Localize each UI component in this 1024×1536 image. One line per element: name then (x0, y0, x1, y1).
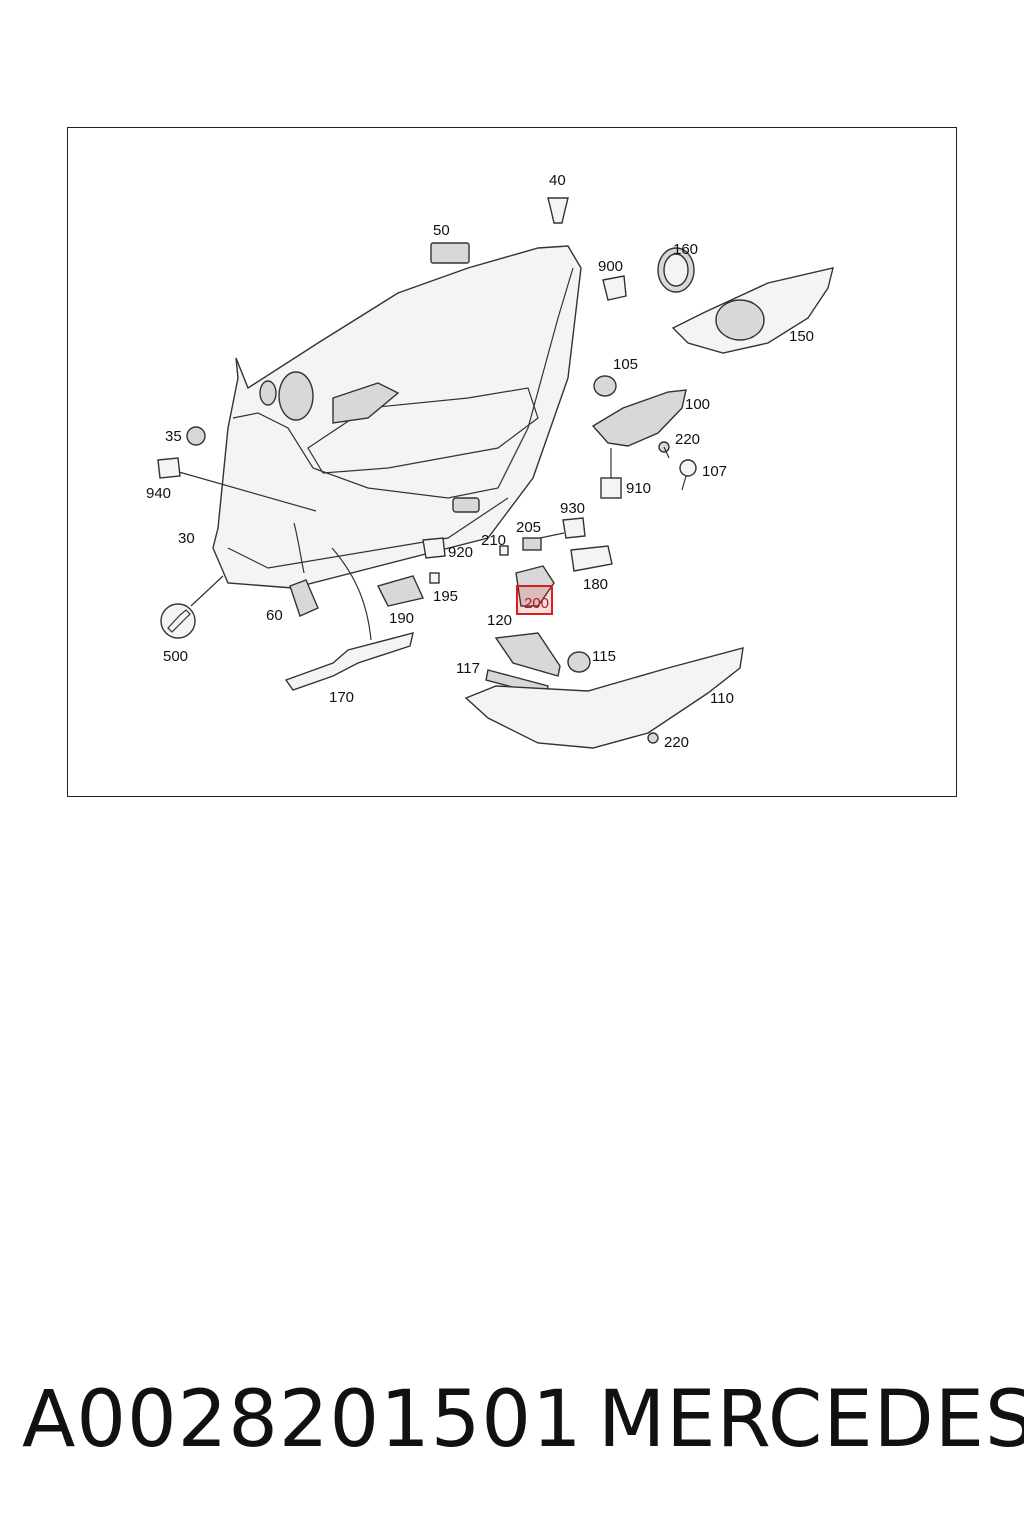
part-205-switch (522, 537, 542, 551)
part-110-armrest (464, 647, 744, 749)
part-105-grommet (593, 375, 617, 397)
speaker-grille-small (259, 380, 277, 406)
label-210: 210 (481, 532, 506, 549)
part-60-switch (289, 579, 319, 617)
highlight-box-200 (516, 585, 553, 615)
label-107: 107 (702, 463, 727, 480)
label-40: 40 (549, 172, 566, 189)
label-910: 910 (626, 480, 651, 497)
label-500: 500 (163, 648, 188, 665)
label-220-lower: 220 (664, 734, 689, 751)
label-110: 110 (710, 690, 734, 707)
label-100: 100 (685, 396, 710, 413)
label-190: 190 (389, 610, 414, 627)
part-220-screw-lower (647, 732, 659, 744)
part-195-bulb (429, 572, 440, 584)
door-pocket-latch (452, 497, 480, 513)
part-910-tab (600, 477, 622, 499)
part-170-strip (284, 632, 414, 691)
door-panel-inner (232, 267, 574, 499)
diagram-frame: 40 50 900 160 150 105 100 220 107 910 35… (67, 127, 957, 797)
label-115: 115 (592, 648, 616, 665)
part-190-lamp (376, 575, 424, 607)
label-150: 150 (789, 328, 814, 345)
part-900-pad (602, 275, 627, 301)
assembly-arrow-2 (331, 547, 372, 641)
part-150-speaker (715, 299, 765, 341)
door-panel-armrest (307, 387, 539, 474)
part-115-grommet (567, 651, 591, 673)
footer: A0028201501 MERCEDES (0, 1370, 1024, 1480)
part-920-pad (422, 537, 446, 559)
label-50: 50 (433, 222, 450, 239)
part-120-panel (494, 632, 561, 677)
label-220: 220 (675, 431, 700, 448)
part-160-ring-inner (663, 253, 689, 287)
part-940-pad (157, 457, 181, 479)
label-30: 30 (178, 530, 195, 547)
label-60: 60 (266, 607, 283, 624)
label-930: 930 (560, 500, 585, 517)
label-940: 940 (146, 485, 171, 502)
part-210-bulb (499, 545, 509, 556)
label-117: 117 (456, 660, 480, 677)
label-35: 35 (165, 428, 182, 445)
door-handle-recess (332, 382, 400, 424)
part-35-fastener (186, 426, 206, 446)
part-50-bracket (430, 242, 470, 264)
part-100-handle (591, 389, 687, 447)
label-105: 105 (613, 356, 638, 373)
speaker-grille (278, 371, 314, 421)
door-panel (212, 245, 582, 589)
assembly-arrow-1 (293, 522, 305, 574)
brand-name: MERCEDES (598, 1375, 1024, 1465)
label-200-highlighted: 200 (524, 595, 549, 612)
part-500-tool-icon (160, 603, 196, 639)
part-107-cap (679, 459, 697, 477)
label-195: 195 (433, 588, 458, 605)
part-930-pad (562, 517, 586, 539)
part-number: A0028201501 (22, 1375, 583, 1465)
part-180-frame (570, 545, 613, 572)
door-panel-lower (227, 497, 509, 569)
label-900: 900 (598, 258, 623, 275)
label-170: 170 (329, 689, 354, 706)
label-120: 120 (487, 612, 512, 629)
label-180: 180 (583, 576, 608, 593)
label-160: 160 (673, 241, 698, 258)
parts-diagram: 40 50 900 160 150 105 100 220 107 910 35… (146, 172, 834, 751)
label-205: 205 (516, 519, 541, 536)
part-40-clip (547, 197, 569, 224)
label-920: 920 (448, 544, 473, 561)
